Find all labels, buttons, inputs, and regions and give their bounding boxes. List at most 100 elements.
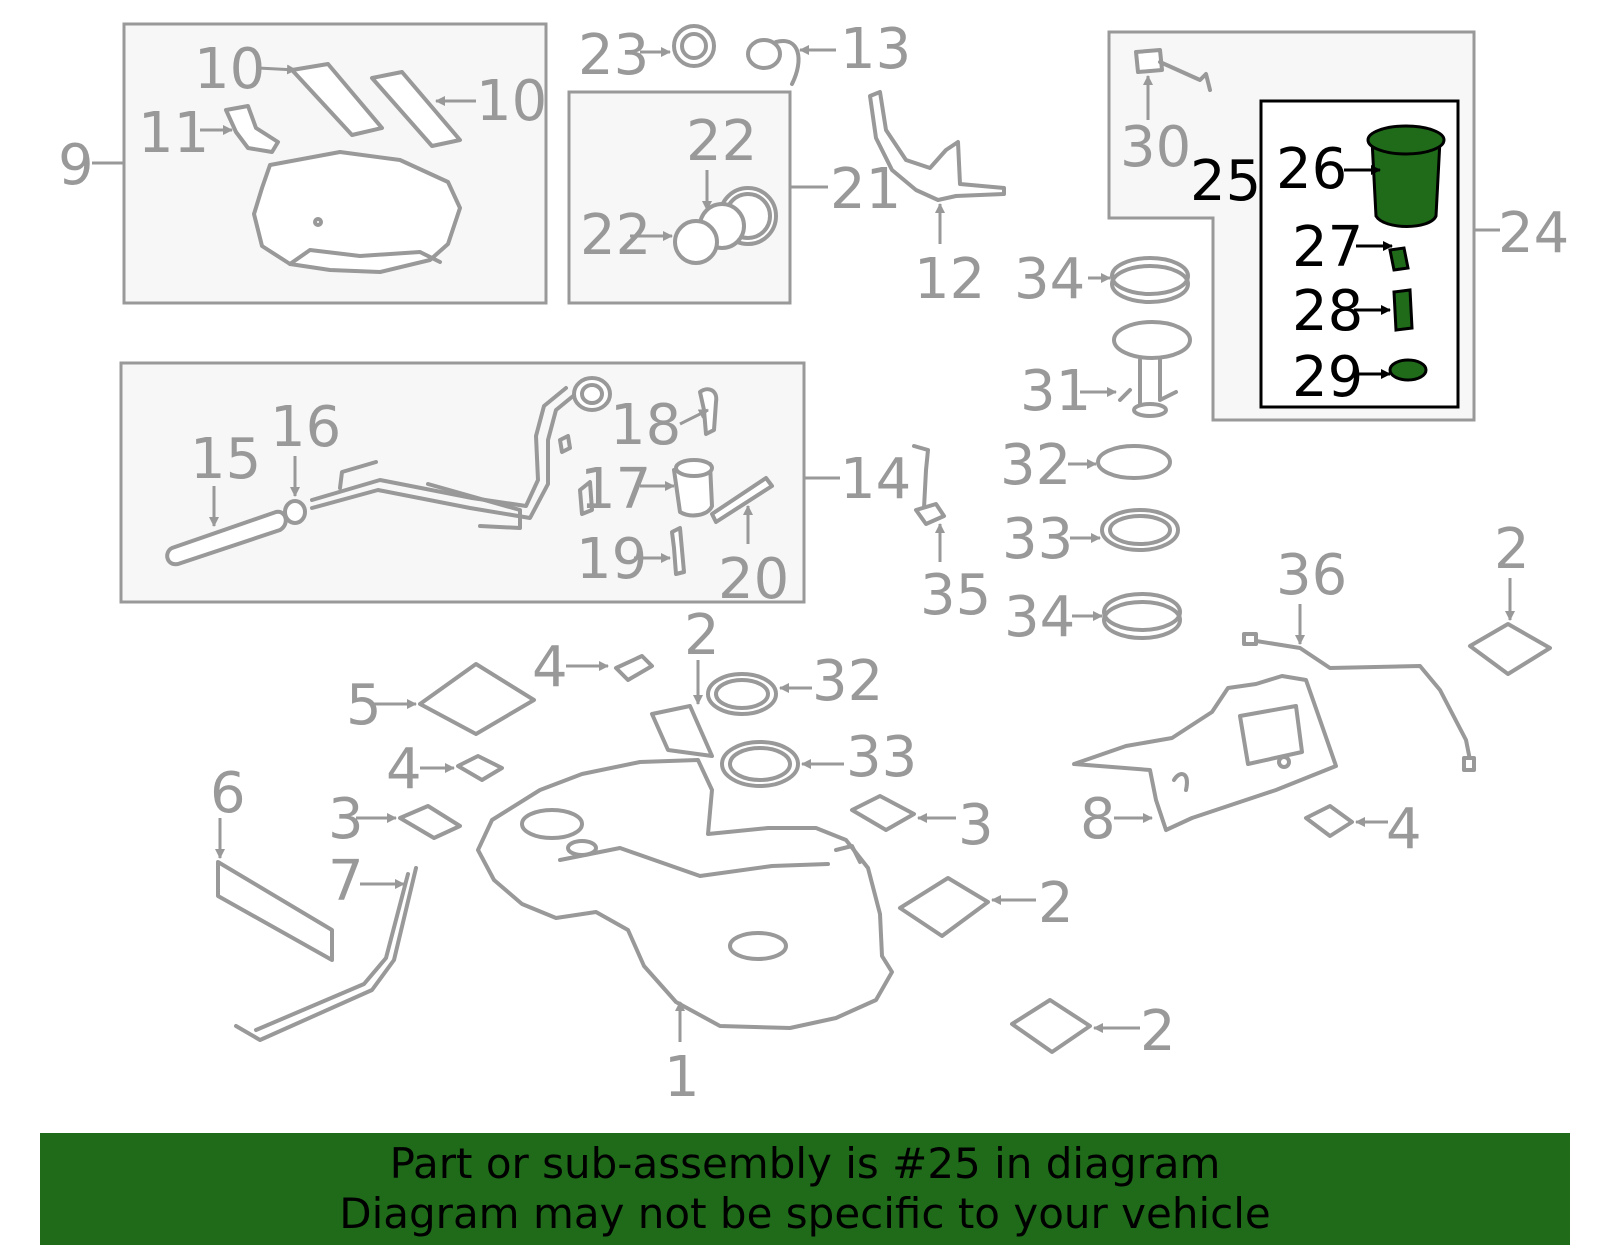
pad-group [356, 578, 1552, 1054]
part-2-pad-right [1468, 622, 1552, 676]
part-5-pad [418, 662, 536, 736]
part-32-ring-lower-inner [714, 678, 770, 710]
part-6-group [215, 818, 334, 962]
part-17-valve-top [674, 458, 714, 478]
part-26-pump-top [1366, 124, 1446, 156]
part-34-ring-lower-edge [1102, 600, 1182, 640]
label-2-center: 2 [684, 603, 720, 668]
part-9-insulator-edge [288, 248, 442, 266]
part-23-cap [672, 24, 716, 68]
part-28-pump [1392, 288, 1414, 332]
label-2-mid: 2 [1038, 871, 1074, 936]
label-26: 26 [1276, 137, 1347, 202]
part-7-strap [234, 866, 418, 1042]
part-36-group [1242, 604, 1476, 772]
part-8-shield [1072, 674, 1338, 832]
label-6: 6 [210, 761, 246, 826]
part-1-tank-line [558, 846, 830, 878]
part-22-seal-b [673, 219, 719, 265]
part-35-sensor [914, 502, 946, 526]
label-25: 25 [1190, 149, 1261, 214]
part-14-filler-pipe-b [310, 386, 568, 508]
part-14-vent-line-b [426, 482, 522, 530]
part-13-cap [746, 38, 782, 70]
label-3-left: 3 [328, 787, 364, 852]
part-3-pad-right [850, 794, 916, 832]
label-2-right: 2 [1494, 517, 1530, 582]
label-29: 29 [1292, 345, 1363, 410]
part-31-sender-stem [1118, 356, 1178, 408]
label-30: 30 [1120, 115, 1191, 180]
arrow-18 [679, 408, 709, 426]
part-4-pad-top [614, 654, 654, 682]
label-33-upper: 33 [1002, 507, 1073, 572]
part-13-group [746, 38, 836, 86]
label-14: 14 [840, 447, 911, 512]
part-34-ring-upper [1110, 256, 1190, 296]
part-29-regulator [1388, 358, 1428, 382]
label-32-lower: 32 [812, 649, 883, 714]
part-8-loop [1172, 772, 1189, 792]
label-3-right: 3 [958, 793, 994, 858]
part-34-ring-lower [1102, 592, 1182, 632]
label-32-upper: 32 [1000, 433, 1071, 498]
label-21: 21 [830, 157, 901, 222]
part-8-hole [1277, 755, 1291, 769]
label-18: 18 [610, 393, 681, 458]
part-15-hose [165, 509, 288, 567]
part-14-bracket [558, 434, 572, 454]
label-28: 28 [1292, 279, 1363, 344]
label-34-lower: 34 [1004, 585, 1075, 650]
part-9-insulator-hole [313, 217, 323, 227]
label-22-top: 22 [686, 109, 757, 174]
label-8: 8 [1080, 787, 1116, 852]
part-1-tank-opening-right [728, 931, 788, 961]
label-35: 35 [920, 563, 991, 628]
label-33-lower: 33 [846, 725, 917, 790]
label-16: 16 [270, 395, 341, 460]
part-11-bracket [224, 104, 280, 154]
part-31-sender-plate [1112, 320, 1192, 360]
part-35-group [912, 444, 946, 562]
label-34-upper: 34 [1014, 247, 1085, 312]
label-24: 24 [1498, 201, 1569, 266]
part-14-filler-neck-inner [580, 383, 604, 405]
part-6-strip [216, 860, 334, 962]
part-2-pad-center [650, 704, 714, 758]
subassembly-9-group [92, 22, 548, 305]
label-4-top: 4 [532, 635, 568, 700]
label-4-mid: 4 [386, 737, 422, 802]
label-5: 5 [346, 673, 382, 738]
part-14-filler-pipe [310, 390, 580, 520]
part-19-clip [670, 526, 686, 576]
part-23-cap-inner [680, 32, 708, 60]
banner-line-2: Diagram may not be specific to your vehi… [339, 1189, 1271, 1238]
label-7: 7 [328, 849, 364, 914]
part-36-fitting-a [1242, 632, 1258, 646]
part-1-group [476, 758, 894, 1042]
part-20-strip [710, 476, 774, 524]
label-22-left: 22 [580, 203, 651, 268]
info-banner: Part or sub-assembly is #25 in diagram D… [40, 1133, 1570, 1245]
part-1-tank-opening-left [520, 808, 584, 840]
part-10-shield-right [370, 70, 462, 148]
part-23-group [640, 24, 716, 68]
part-1-fuel-tank [476, 758, 894, 1030]
label-12: 12 [914, 247, 985, 312]
part-34-ring-upper-edge [1110, 264, 1190, 304]
part-4-pad-mid [456, 754, 504, 782]
part-7-group [234, 866, 418, 1042]
part-33-ring-lower-inner [728, 746, 792, 782]
part-8-panel [1238, 704, 1304, 766]
label-31: 31 [1020, 359, 1091, 424]
label-9: 9 [58, 133, 94, 198]
part-14-vent-line [338, 460, 378, 490]
part-3-pad-left [398, 804, 462, 840]
part-36-fitting-b [1462, 756, 1476, 772]
part-7-strap-inner [254, 872, 410, 1032]
label-36: 36 [1276, 543, 1347, 608]
part-12-group [868, 90, 1006, 244]
callout-labels: 9 10 10 11 23 13 22 22 21 12 30 25 26 27… [58, 17, 1569, 1110]
part-30-sender [1134, 48, 1164, 74]
subassembly-21-group [567, 90, 828, 305]
